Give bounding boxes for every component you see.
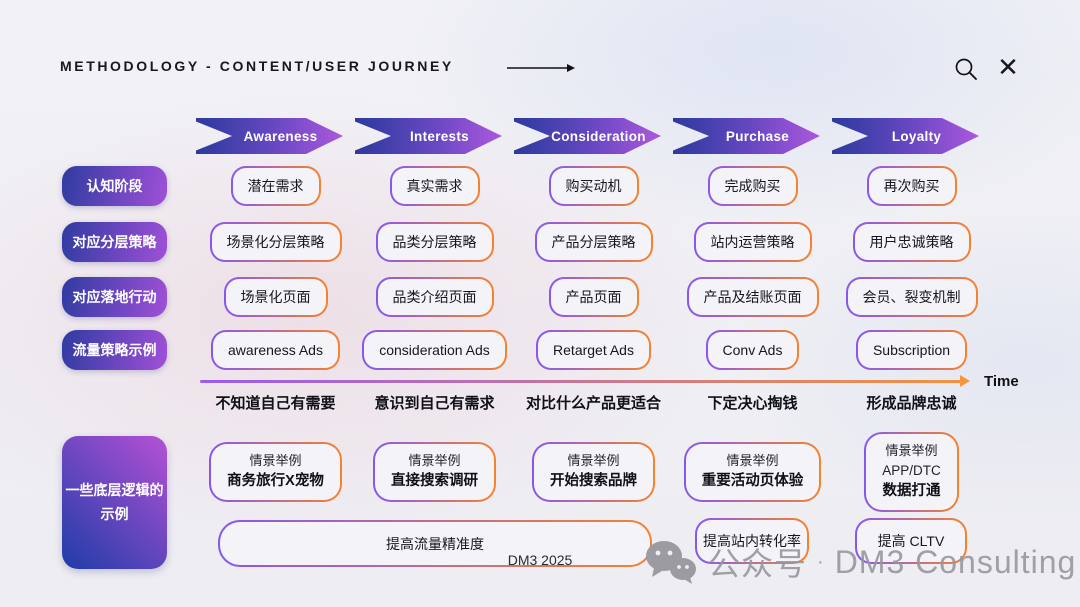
scenario-row: 情景举例 商务旅行X宠物 情景举例 直接搜索调研 情景举例 开始搜索品牌 情景举…: [196, 432, 991, 512]
journey-mindset-row: 不知道自己有需要 意识到自己有需求 对比什么产品更适合 下定决心掏钱 形成品牌忠…: [196, 392, 991, 413]
scenario-tag: 情景举例: [567, 453, 620, 469]
matrix-cell: 站内运营策略: [694, 222, 812, 262]
stage-label: Loyalty: [891, 128, 942, 144]
title-arrow-icon: [505, 60, 577, 81]
stage-banner-row: Awareness Interests Consideration Purcha…: [196, 117, 991, 155]
scenario-detail: 直接搜索调研: [391, 473, 478, 490]
matrix-cell: 会员、裂变机制: [846, 277, 978, 317]
scenario-tag: 情景举例: [885, 443, 938, 459]
arrow-banner-shape: [196, 118, 343, 154]
page-title: METHODOLOGY - CONTENT/USER JOURNEY: [60, 58, 454, 74]
scenario-box: 情景举例 APP/DTC 数据打通: [864, 432, 959, 511]
timeline-axis: [200, 380, 962, 383]
matrix-cell: Retarget Ads: [536, 330, 651, 370]
arrow-banner-shape: [355, 118, 502, 154]
close-icon[interactable]: ✕: [997, 52, 1019, 82]
journey-stage-text: 下定决心掏钱: [707, 395, 798, 412]
stage-label: Consideration: [551, 128, 646, 144]
scenario-tag: 情景举例: [726, 453, 779, 469]
bottom-section-label: 一些底层逻辑的 示例: [62, 436, 167, 569]
scenario-mid: APP/DTC: [882, 463, 941, 479]
arrow-banner-shape: [514, 118, 661, 154]
matrix-row-landing-action: 场景化页面 品类介绍页面 产品页面 产品及结账页面 会员、裂变机制: [196, 277, 991, 317]
stage-label: Interests: [410, 128, 469, 144]
journey-stage-text: 不知道自己有需要: [215, 395, 336, 412]
matrix-cell: 购买动机: [549, 166, 639, 206]
stage-label: Awareness: [243, 128, 318, 144]
matrix-cell: 完成购买: [708, 166, 798, 206]
journey-stage-text: 对比什么产品更适合: [525, 395, 661, 412]
matrix-cell: 产品页面: [549, 277, 639, 317]
scenario-detail: 重要活动页体验: [701, 473, 804, 490]
scenario-tag: 情景举例: [408, 453, 461, 469]
matrix-cell: awareness Ads: [211, 330, 340, 370]
goal-cltv: 提高 CLTV: [855, 518, 967, 564]
row-label-tier-strategy: 对应分层策略: [62, 222, 167, 262]
matrix-row-traffic-strategy: awareness Ads consideration Ads Retarget…: [196, 330, 991, 370]
scenario-detail: 商务旅行X宠物: [227, 473, 324, 490]
scenario-tag: 情景举例: [249, 453, 302, 469]
arrow-banner-shape: [673, 118, 820, 154]
arrow-banner-shape: [832, 118, 979, 154]
scenario-detail: 开始搜索品牌: [550, 473, 637, 490]
row-label-traffic-strategy: 流量策略示例: [62, 330, 167, 370]
scenario-box: 情景举例 开始搜索品牌: [532, 442, 655, 502]
matrix-row-tier-strategy: 场景化分层策略 品类分层策略 产品分层策略 站内运营策略 用户忠诚策略: [196, 222, 991, 262]
stage-banner-consideration: Consideration: [514, 117, 673, 155]
goal-traffic-precision: 提高流量精准度: [218, 520, 652, 567]
matrix-cell: consideration Ads: [362, 330, 507, 370]
scenario-box: 情景举例 商务旅行X宠物: [209, 442, 342, 502]
scenario-detail: 数据打通: [882, 482, 941, 499]
matrix-cell: 产品分层策略: [535, 222, 653, 262]
matrix-cell: 场景化页面: [224, 277, 328, 317]
row-label-landing-action: 对应落地行动: [62, 277, 167, 317]
bottom-section-label-line1: 一些底层逻辑的: [65, 481, 164, 498]
timeline-arrow-icon: [960, 375, 970, 387]
goal-onsite-conversion: 提高站内转化率: [695, 518, 809, 564]
matrix-cell: 用户忠诚策略: [853, 222, 971, 262]
stage-label: Purchase: [725, 128, 790, 144]
stage-banner-purchase: Purchase: [673, 117, 832, 155]
matrix-cell: 品类分层策略: [376, 222, 494, 262]
scenario-box: 情景举例 重要活动页体验: [684, 442, 822, 502]
matrix-cell: 再次购买: [867, 166, 957, 206]
matrix-cell: 真实需求: [390, 166, 480, 206]
bottom-section-label-line2: 示例: [100, 505, 129, 522]
footer-credit: DM3 2025: [507, 552, 573, 568]
matrix-row-cognition: 潜在需求 真实需求 购买动机 完成购买 再次购买: [196, 166, 991, 206]
matrix-cell: Conv Ads: [706, 330, 800, 370]
timeline-label: Time: [984, 373, 1019, 390]
matrix-cell: 潜在需求: [231, 166, 321, 206]
stage-banner-loyalty: Loyalty: [832, 117, 991, 155]
matrix-cell: 场景化分层策略: [210, 222, 342, 262]
matrix-cell: 产品及结账页面: [687, 277, 819, 317]
matrix-cell: Subscription: [856, 330, 967, 370]
journey-stage-text: 形成品牌忠诚: [866, 395, 957, 412]
matrix-cell: 品类介绍页面: [376, 277, 494, 317]
scenario-box: 情景举例 直接搜索调研: [373, 442, 496, 502]
stage-banner-awareness: Awareness: [196, 117, 355, 155]
journey-stage-text: 意识到自己有需求: [374, 395, 495, 412]
search-icon[interactable]: [953, 56, 979, 82]
row-label-cognition-stage: 认知阶段: [62, 166, 167, 206]
stage-banner-interests: Interests: [355, 117, 514, 155]
